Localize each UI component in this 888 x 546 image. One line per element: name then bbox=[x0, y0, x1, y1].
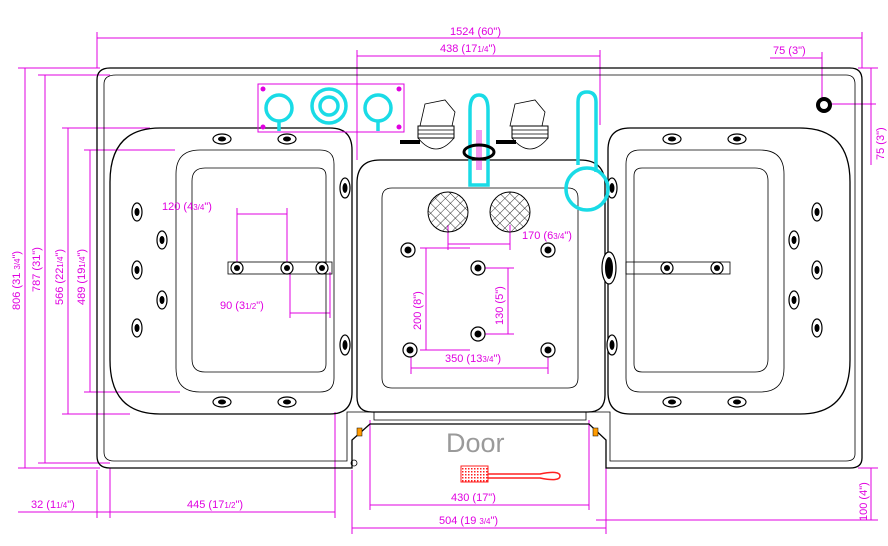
jet bbox=[660, 261, 674, 275]
bottom-100-label: 100 (4") bbox=[858, 482, 870, 521]
jet-spacing-120-label: 120 (43/4") bbox=[162, 201, 212, 213]
tub-outline bbox=[96, 67, 863, 469]
jet bbox=[339, 334, 351, 356]
control-panel bbox=[257, 83, 405, 133]
left-offset-label: 32 (11/4") bbox=[31, 499, 75, 511]
jet bbox=[280, 261, 294, 275]
jet bbox=[156, 230, 168, 250]
jet-spacing-90-label: 90 (31/2") bbox=[220, 300, 264, 312]
jet bbox=[402, 342, 418, 358]
jet bbox=[788, 290, 800, 310]
jet bbox=[339, 177, 351, 199]
door-label: Door bbox=[446, 428, 505, 458]
corner-x-label: 75 (3") bbox=[773, 45, 806, 57]
jet bbox=[811, 318, 823, 338]
door-430-label: 430 (17") bbox=[451, 492, 496, 504]
jet bbox=[470, 260, 486, 276]
jet bbox=[470, 326, 486, 342]
jet bbox=[212, 396, 232, 408]
jet bbox=[601, 251, 617, 285]
jet bbox=[315, 261, 329, 275]
door-handle bbox=[460, 465, 561, 483]
jet bbox=[212, 133, 232, 145]
seat-130-label: 130 (5") bbox=[494, 286, 506, 325]
jet bbox=[156, 290, 168, 310]
jet bbox=[131, 260, 143, 280]
height-566-label: 566 (221/4") bbox=[54, 249, 66, 305]
jet bbox=[811, 202, 823, 222]
jet bbox=[131, 318, 143, 338]
seat-350-label: 350 (133/4") bbox=[445, 353, 501, 365]
jet bbox=[788, 230, 800, 250]
jet bbox=[606, 334, 618, 356]
center-width-label: 438 (171/4") bbox=[440, 43, 496, 55]
dimension-lines bbox=[18, 32, 878, 534]
height-787-label: 787 (31") bbox=[31, 247, 43, 292]
total-height-label: 806 (31 3/4") bbox=[11, 251, 23, 310]
jet bbox=[662, 133, 682, 145]
jets bbox=[131, 97, 832, 408]
jet bbox=[727, 396, 747, 408]
left-445-label: 445 (171/2") bbox=[187, 499, 243, 511]
jet bbox=[710, 261, 724, 275]
jet bbox=[400, 242, 416, 258]
corner-y-label: 75 (3") bbox=[875, 127, 887, 160]
drain bbox=[816, 97, 832, 113]
jet bbox=[811, 260, 823, 280]
door-504-label: 504 (19 3/4") bbox=[439, 515, 498, 527]
seat-200-label: 200 (8") bbox=[412, 291, 424, 330]
jet bbox=[277, 133, 297, 145]
overall-length-label: 1524 (60") bbox=[450, 26, 501, 38]
dimension-labels: 1524 (60") 438 (171/4") 75 (3") 75 (3") … bbox=[11, 26, 887, 527]
jet bbox=[131, 202, 143, 222]
height-489-label: 489 (191/4") bbox=[76, 249, 88, 305]
seat-170-label: 170 (63/4") bbox=[522, 230, 572, 242]
jet bbox=[230, 261, 244, 275]
faucet-valves bbox=[400, 90, 610, 212]
jet bbox=[540, 342, 556, 358]
jet bbox=[540, 242, 556, 258]
jet bbox=[662, 396, 682, 408]
jet bbox=[727, 133, 747, 145]
jet bbox=[277, 396, 297, 408]
seat-cushions bbox=[427, 191, 531, 233]
jet bbox=[606, 177, 618, 199]
